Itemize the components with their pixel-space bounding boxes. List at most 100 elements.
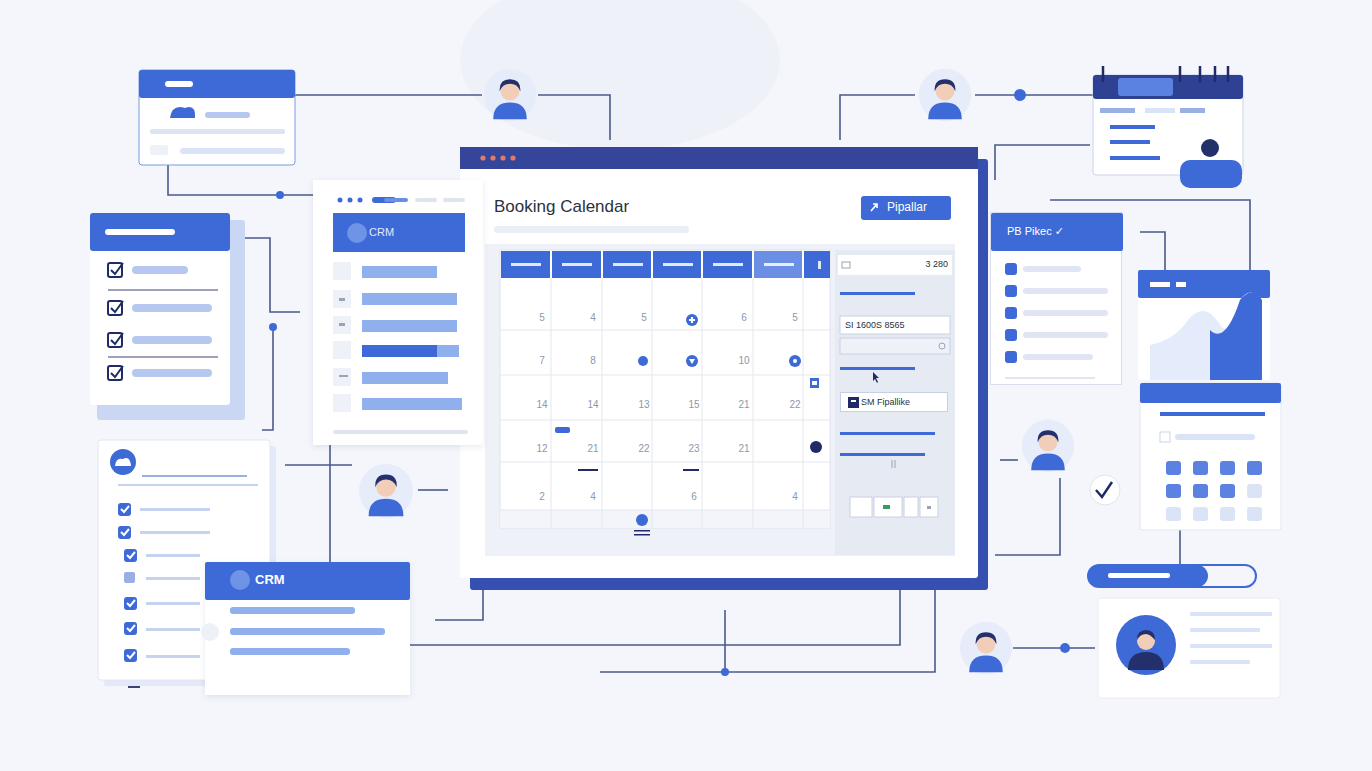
avatar-icon-part: [484, 69, 536, 121]
connector-lines-part: [262, 327, 273, 430]
calendar-window-art-part-part: [689, 359, 695, 364]
chart-card-part: [1150, 293, 1262, 381]
calendar-window-art-part-part: [754, 251, 802, 278]
keypad-card-part: [1166, 484, 1262, 521]
checklist-card-part-part: [108, 290, 218, 291]
checklist-card-part-part: [132, 266, 188, 274]
avatar-icon-part: [359, 464, 413, 518]
calendar-day: 14: [530, 399, 554, 411]
connector-lines-part: [538, 95, 610, 140]
calendar-window-art-part-part: [500, 510, 830, 511]
crm-list-art-part-part: [362, 293, 457, 305]
profile-card: [1098, 598, 1280, 698]
crm-list-art-part: [384, 198, 408, 202]
crm-list-art-part: [339, 298, 348, 377]
keypad-card-part-part: [1166, 461, 1181, 475]
calendar-window-art-part-part: [703, 251, 752, 278]
calendar-window-art-part-part: [753, 278, 754, 528]
calendar-day: 4: [581, 491, 605, 503]
crm-list-art-part-part: [362, 345, 459, 357]
node-text: CRM: [255, 573, 285, 588]
crm-list-panel: CRM: [313, 180, 483, 445]
chart-card: [1138, 270, 1270, 380]
checklist-card-part-part: [111, 366, 123, 377]
check-badge-part: [1096, 482, 1112, 497]
keypad-card-part-part: [1247, 461, 1262, 475]
calendar-window-art-part-part: [603, 251, 651, 278]
calendar-window-art-part-part: [636, 514, 648, 526]
keypad-card-part-part: [1193, 507, 1208, 521]
junction-dot-part: [1014, 89, 1026, 101]
window-panel: Booking CalendarPipallarSM Fipallike: [460, 147, 978, 578]
keypad-card-part: [1160, 432, 1170, 442]
calendar-card-part-part: [1199, 66, 1202, 82]
calendar-window-art-part-part: [683, 469, 699, 471]
checklist-card-part: [132, 266, 212, 377]
connector-lines-part: [295, 94, 482, 96]
crm-list-art-part-part: [339, 323, 345, 326]
connector-lines: [168, 95, 1250, 672]
document-card-part: [118, 484, 258, 486]
crm-list-art-part-part: [333, 368, 351, 386]
keypad-card-part: [1166, 461, 1262, 498]
info-card-part: [165, 81, 193, 87]
checklist-card-part-part: [111, 333, 123, 344]
connector-lines-part: [1179, 530, 1181, 565]
calendar-day: 5: [632, 312, 656, 324]
crm-list-art-part: [338, 198, 343, 203]
checklist-card-part: [105, 229, 175, 235]
pb-card-art-part-part: [1005, 285, 1017, 297]
calendar-window-art-part: [939, 343, 945, 349]
calendar-day: 21: [581, 443, 605, 455]
keypad-card: [1140, 383, 1281, 530]
calendar-window-art-part: [511, 261, 821, 269]
field-value: SI 1600S 8565: [845, 320, 905, 330]
calendar-card-part: [1118, 78, 1173, 96]
profile-list-card: PB Pikec ✓: [990, 212, 1122, 385]
calendar-window-art-part: [689, 317, 817, 385]
crm-card-art: [205, 562, 410, 695]
slider-pill: [1088, 565, 1256, 587]
pb-card-art-part-part: [1005, 263, 1017, 275]
document-card-part-part: [121, 506, 129, 512]
calendar-window-art-part-part: [634, 534, 650, 536]
document-card-part-part: [146, 628, 200, 631]
calendar-card-part: [1180, 160, 1242, 188]
calendar-card-part: [1110, 125, 1155, 129]
select-field: SM Fipallike: [840, 392, 948, 412]
checklist-card-part: [108, 290, 218, 357]
crm-list-art-part: [415, 198, 437, 202]
calendar-window-art-part-part: [500, 462, 830, 463]
calendar-window-art-part: [842, 262, 850, 268]
node-text: Pipallar: [887, 201, 927, 215]
node-text: SM Fipallike: [861, 397, 910, 407]
junction-dot-part: [276, 191, 284, 199]
connector-lines-part: [1013, 647, 1095, 649]
profile-card-part: [1190, 612, 1272, 616]
soft-blob-part: [460, 0, 780, 150]
keypad-card-part-part: [1220, 461, 1235, 475]
info-card: [139, 70, 295, 165]
crm-list-art-part-part: [333, 341, 351, 359]
crm-list-art: [313, 180, 483, 445]
pb-card-art-part-part: [1023, 266, 1081, 272]
document-card-part-part: [127, 625, 135, 631]
calendar-window-art-part: [555, 314, 819, 526]
calendar-window-art-part-part: [578, 469, 598, 471]
calendar-day: 13: [632, 399, 656, 411]
calendar-day: 5: [530, 312, 554, 324]
profile-card-part: [1116, 615, 1176, 675]
profile-card-part: [1190, 628, 1260, 632]
connector-lines-part: [975, 94, 1095, 96]
calendar-card-part: [1100, 108, 1135, 113]
profile-card-part: [1190, 660, 1250, 664]
calendar-window-art-part-part: [810, 378, 819, 388]
checklist-card-part: [108, 263, 123, 380]
checklist-card-part-part: [108, 333, 122, 347]
calendar-day: 10: [732, 355, 756, 367]
calendar-day: 4: [783, 491, 807, 503]
calendar-window-art-part: [500, 250, 830, 528]
calendar-day: 14: [581, 399, 605, 411]
keypad-card-part-part: [1166, 507, 1181, 521]
calendar-window-art-part-part: [653, 251, 701, 278]
